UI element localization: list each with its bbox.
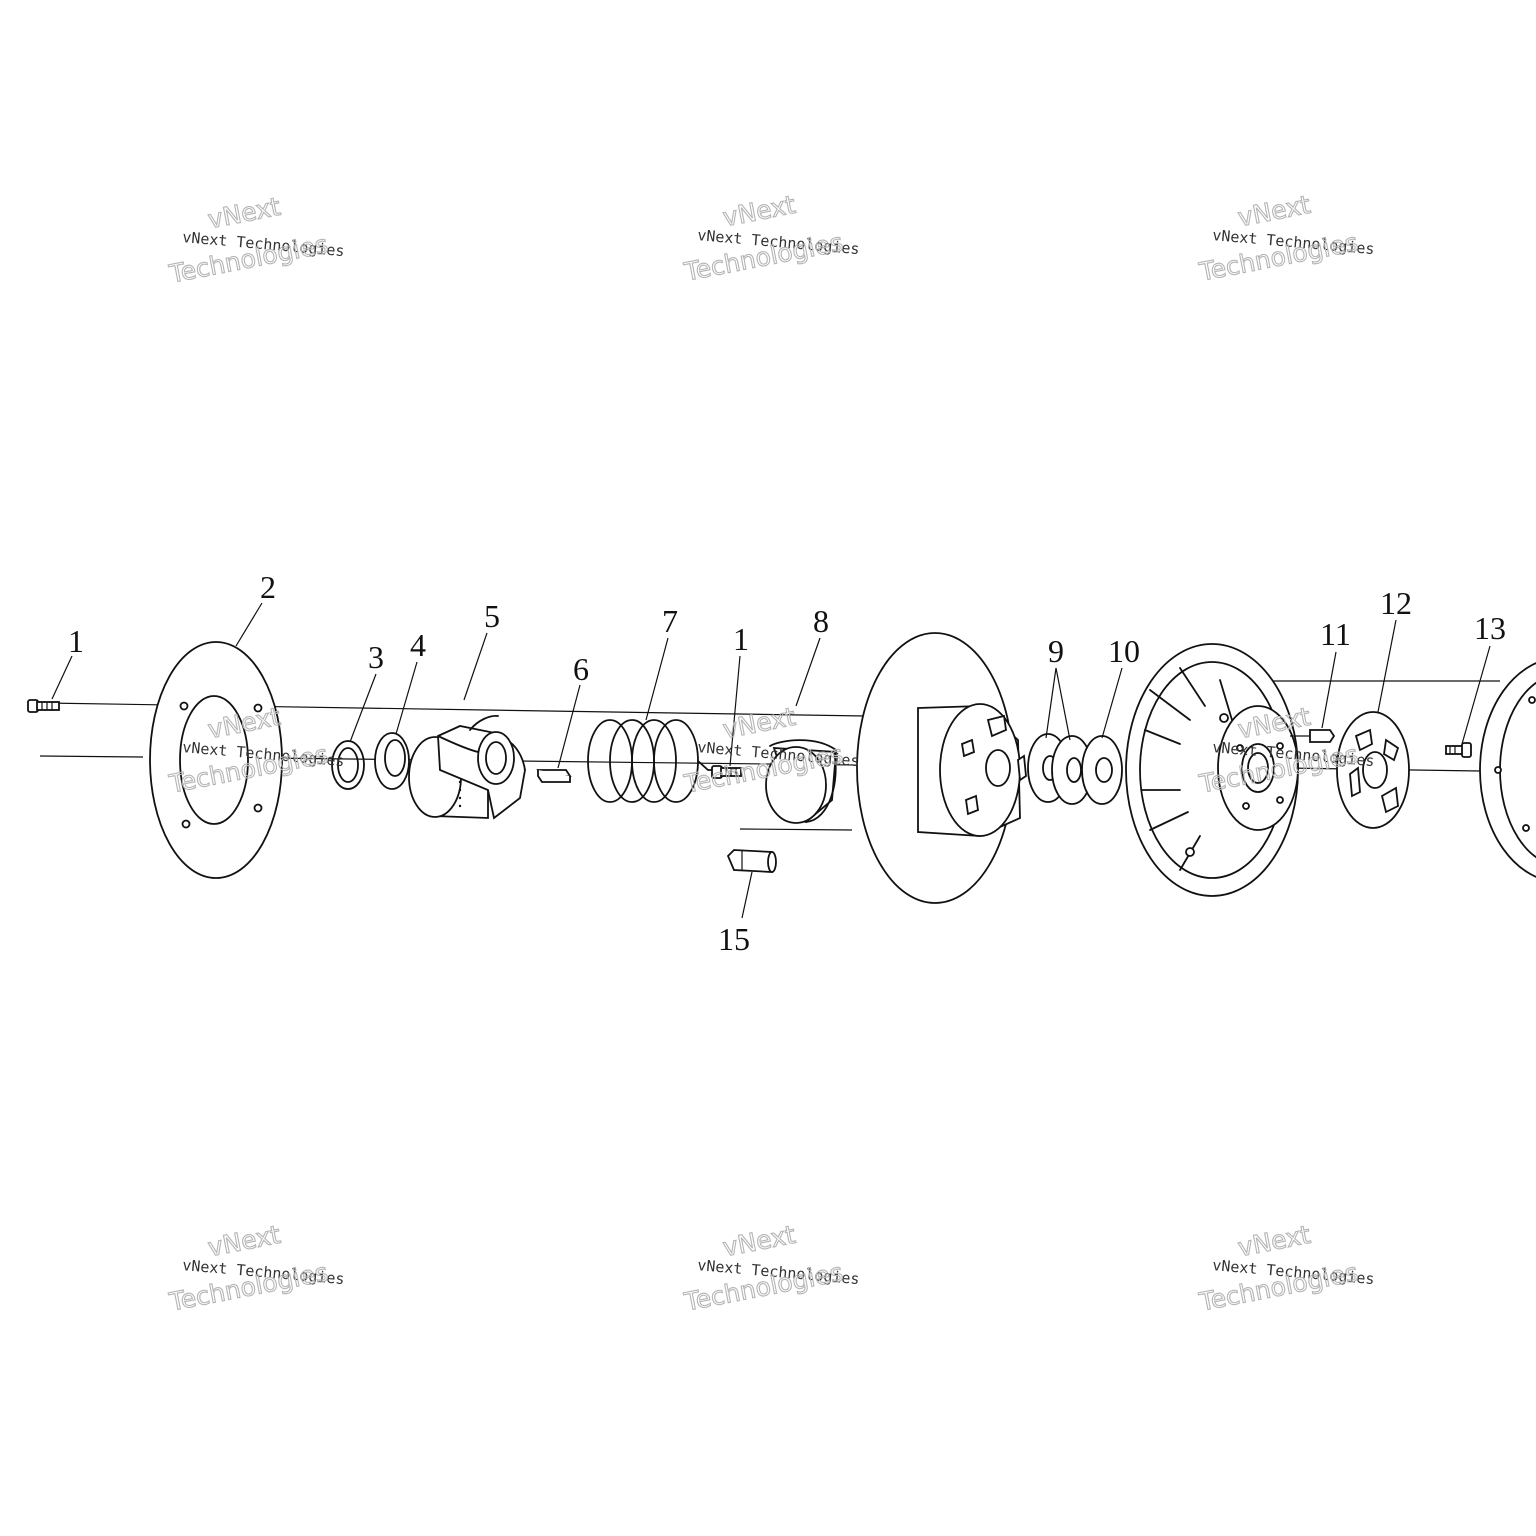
svg-text:vNext: vNext (721, 702, 798, 744)
callout-4: 4 (410, 627, 426, 663)
part-12-plate (1336, 711, 1410, 829)
watermark-8: vNext vNext Technologies Technologies (681, 1219, 861, 1317)
callout-8: 8 (813, 603, 829, 639)
callout-15: 15 (718, 921, 750, 957)
callout-1: 1 (68, 623, 84, 659)
part-15-dowel (726, 849, 777, 873)
watermark-2: vNext vNext Technologies Technologies (681, 189, 861, 287)
callout-10: 10 (1108, 633, 1140, 669)
callout-13: 13 (1474, 610, 1506, 646)
part-10-spacer (1081, 735, 1123, 805)
watermark-5: vNext vNext Technologies Technologies (681, 701, 861, 799)
callout-labels: 1 2 3 4 5 6 7 1 8 9 10 11 12 13 15 (68, 569, 1506, 957)
callout-12: 12 (1380, 585, 1412, 621)
part-2-cover-plate (149, 641, 283, 879)
part-1-bolt-2 (711, 765, 742, 779)
callout-2: 2 (260, 569, 276, 605)
callout-7: 7 (662, 603, 678, 639)
part-3-retaining-ring (331, 740, 365, 790)
svg-text:vNext: vNext (1236, 190, 1313, 232)
part-11-pin (1290, 729, 1336, 743)
watermark-7: vNext vNext Technologies Technologies (166, 1219, 346, 1317)
watermark-3: vNext vNext Technologies Technologies (1196, 189, 1376, 287)
svg-text:vNext: vNext (206, 1220, 283, 1262)
part-9-washers (1027, 733, 1093, 805)
leader-lines (51, 602, 1491, 919)
callout-3: 3 (368, 639, 384, 675)
svg-text:vNext: vNext (721, 190, 798, 232)
callout-9: 9 (1048, 633, 1064, 669)
callout-5: 5 (484, 598, 500, 634)
moveable-sheave (856, 632, 1027, 904)
callout-6: 6 (573, 651, 589, 687)
stationary-sheave (1125, 643, 1299, 897)
part-4-washer (374, 732, 410, 790)
part-1-bolt (27, 699, 60, 713)
svg-text:vNext: vNext (1236, 1220, 1313, 1262)
part-5-cam (408, 715, 526, 820)
part-6-pin (536, 769, 572, 783)
svg-text:vNext: vNext (206, 192, 283, 234)
watermark-1: vNext vNext Technologies Technologies (166, 191, 346, 289)
part-13-bolt (1445, 742, 1472, 758)
callout-1-second: 1 (733, 621, 749, 657)
watermark-9: vNext vNext Technologies Technologies (1196, 1219, 1376, 1317)
callout-11: 11 (1320, 616, 1351, 652)
svg-text:vNext: vNext (721, 1220, 798, 1262)
cropped-cover-right (1479, 662, 1536, 878)
part-8-sleeve (765, 739, 837, 824)
